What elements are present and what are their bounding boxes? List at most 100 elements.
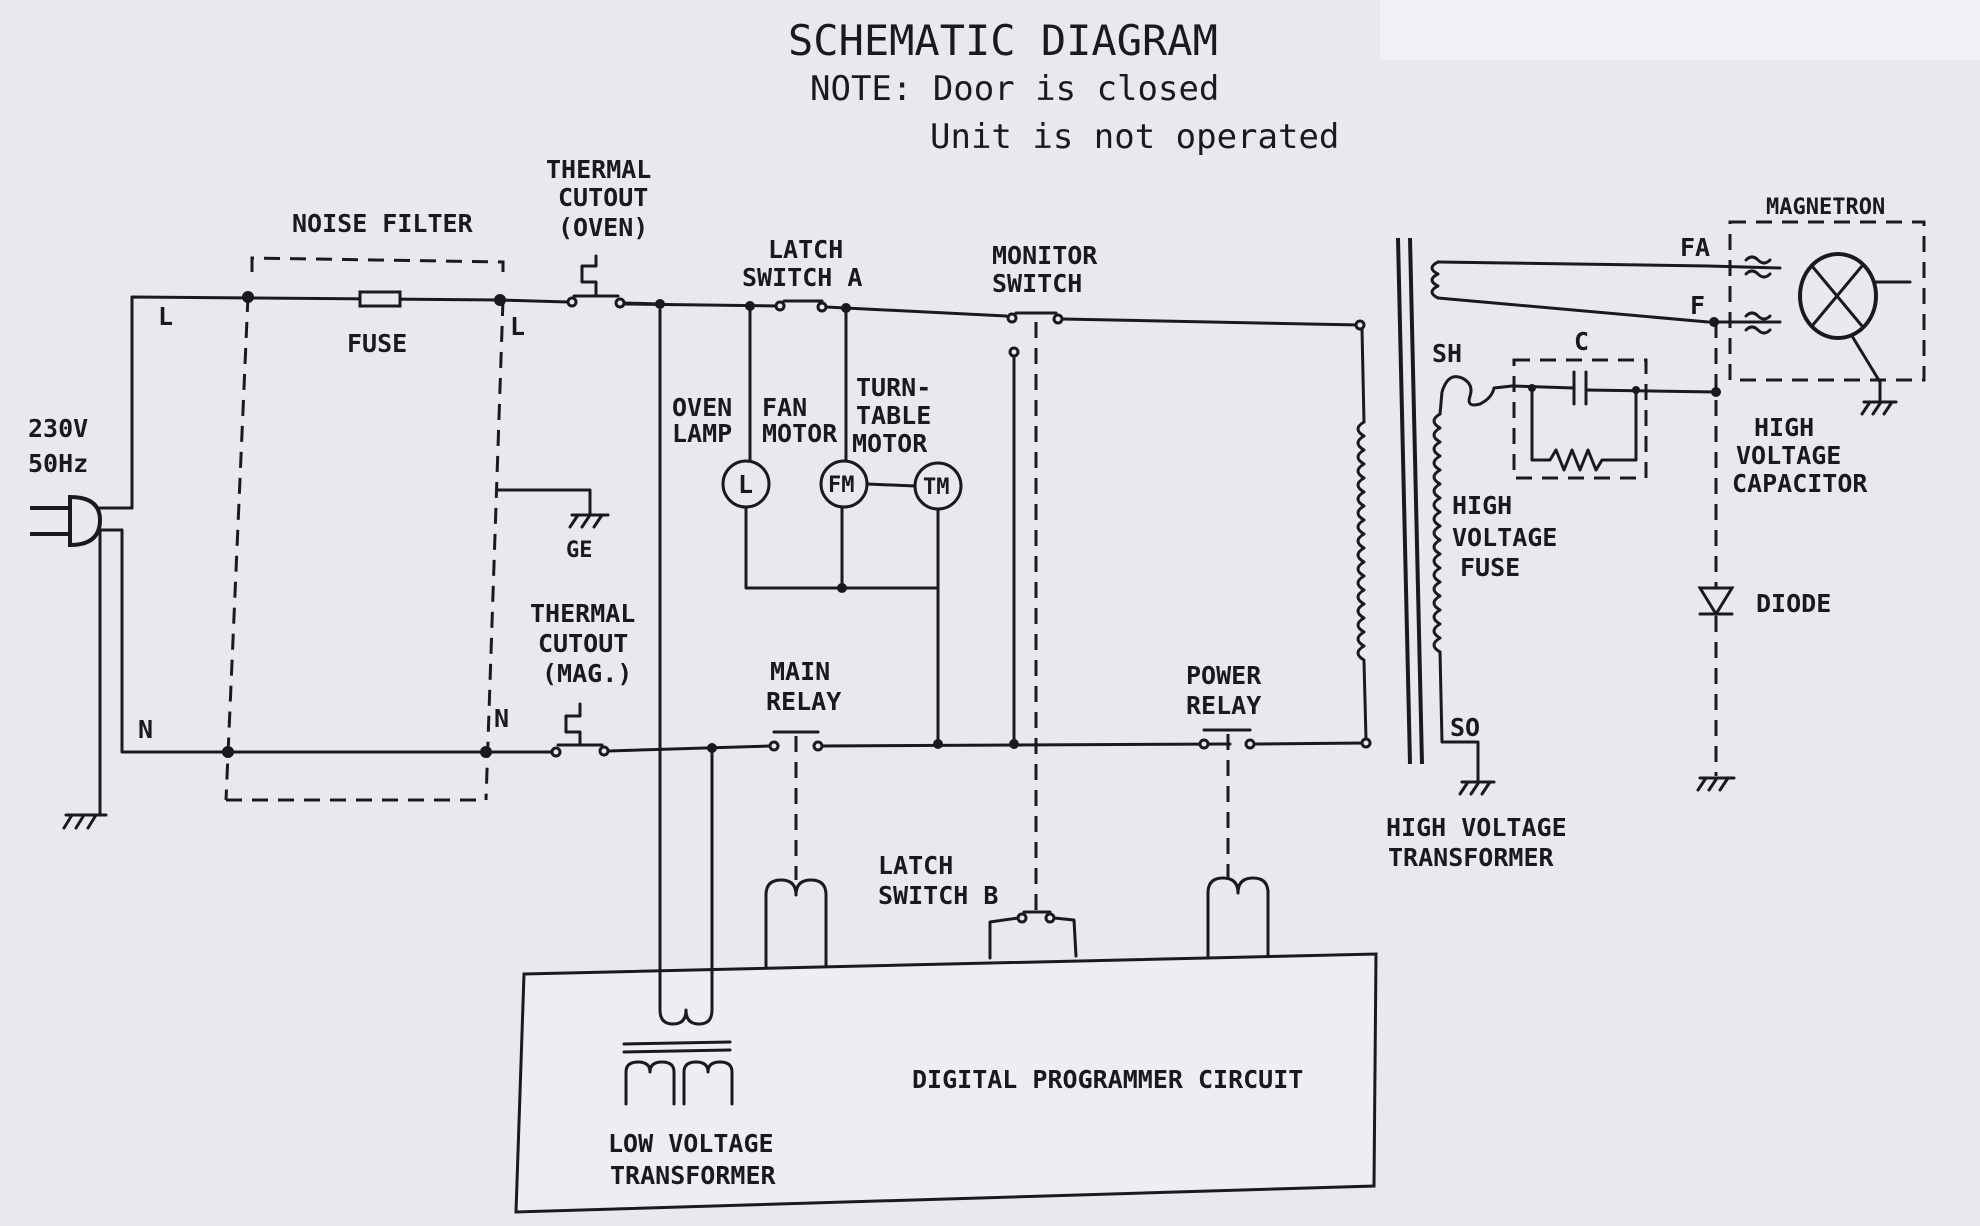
- junction-dot: [933, 739, 943, 749]
- fan-motor-label-2: MOTOR: [762, 419, 838, 448]
- hv-primary-coil-icon: [1356, 420, 1366, 662]
- monitor-switch-icon: [1006, 311, 1362, 920]
- oven-lamp-label-2: LAMP: [672, 419, 732, 448]
- turntable-motor-label-2: TABLE: [856, 401, 931, 430]
- thermal-cutout-oven-label-3: (OVEN): [558, 213, 648, 242]
- diode-icon: [1697, 586, 1735, 776]
- hv-capacitor-label-2: VOLTAGE: [1736, 441, 1841, 470]
- junction-dot: [1009, 739, 1019, 749]
- monitor-switch-label-1: MONITOR: [992, 241, 1098, 270]
- hv-capacitor-label-3: CAPACITOR: [1732, 469, 1868, 498]
- sh-label: SH: [1432, 339, 1462, 368]
- low-voltage-transformer-label-2: TRANSFORMER: [610, 1161, 777, 1190]
- hv-secondary-ground-wire: [1438, 650, 1480, 784]
- fa-label: FA: [1680, 233, 1710, 262]
- main-relay-label-1: MAIN: [770, 657, 830, 686]
- hv-filament-winding-icon: [1430, 260, 1710, 324]
- low-voltage-transformer-label-1: LOW VOLTAGE: [608, 1129, 774, 1158]
- latch-switch-a-label-2: SWITCH A: [742, 263, 862, 292]
- f-label: F: [1690, 291, 1705, 320]
- neutral-bus: [820, 742, 1232, 748]
- junction-dot: [222, 746, 234, 758]
- diagram-title: SCHEMATIC DIAGRAM: [788, 16, 1218, 65]
- thermal-cutout-mag-label-2: CUTOUT: [538, 629, 628, 658]
- paper-glare: [1380, 0, 1980, 60]
- digital-programmer-label: DIGITAL PROGRAMMER CIRCUIT: [912, 1065, 1303, 1094]
- noise-filter-box-left: [224, 295, 250, 801]
- hv-capacitor-box: [1512, 358, 1648, 480]
- magnetron-icon: [1706, 252, 1912, 384]
- latch-switch-b-label-2: SWITCH B: [878, 881, 998, 910]
- hv-transformer-label-2: TRANSFORMER: [1388, 843, 1555, 872]
- supply-frequency-label: 50Hz: [28, 449, 88, 478]
- thermal-cutout-mag-label-1: THERMAL: [530, 599, 635, 628]
- noise-filter-label: NOISE FILTER: [292, 209, 474, 238]
- thermal-cutout-oven-icon: [498, 254, 662, 309]
- terminal: [1354, 319, 1366, 331]
- junction-dot: [242, 291, 254, 303]
- turntable-motor-label-1: TURN-: [856, 373, 931, 402]
- latch-switch-b-icon: [988, 910, 1078, 960]
- hv-secondary-coil-icon: [1432, 412, 1442, 654]
- hv-fuse-icon: [1438, 375, 1514, 416]
- latch-switch-b-label-1: LATCH: [878, 851, 953, 880]
- line-L-right-label: L: [510, 312, 525, 341]
- hv-primary-lead: [1362, 660, 1368, 741]
- diode-ground-icon: [1696, 776, 1736, 792]
- hv-capacitor-icon: [1510, 370, 1718, 472]
- hv-primary-return: [1252, 741, 1368, 746]
- power-relay-label-1: POWER: [1186, 661, 1262, 690]
- monitor-switch-label-2: SWITCH: [992, 269, 1082, 298]
- hv-transformer-core: [1396, 237, 1412, 765]
- fuse-icon: [358, 290, 402, 308]
- supply-ground-icon: [62, 528, 108, 830]
- fuse-label: FUSE: [347, 329, 407, 358]
- fan-turntable-link: [865, 482, 917, 488]
- thermal-cutout-oven-label-1: THERMAL: [546, 155, 651, 184]
- hv-capacitor-label-1: HIGH: [1754, 413, 1814, 442]
- thermal-cutout-mag-icon: [550, 702, 772, 758]
- latch-switch-a-icon: [774, 299, 1008, 318]
- junction-dot: [655, 299, 665, 309]
- line-L-left-label: L: [158, 302, 173, 331]
- fan-motor-label-1: FAN: [762, 393, 807, 422]
- diode-label: DIODE: [1756, 589, 1831, 618]
- ge-ground-icon: [496, 488, 610, 529]
- neutral-wire: [120, 528, 562, 754]
- hv-fuse-label-3: FUSE: [1460, 553, 1520, 582]
- noise-filter-box-right: [484, 299, 505, 801]
- junction-dot: [1711, 387, 1721, 397]
- line-N-right-label: N: [494, 704, 509, 733]
- hv-transformer-label-1: HIGH VOLTAGE: [1386, 813, 1567, 842]
- line-N-left-label: N: [138, 715, 153, 744]
- junction-dot: [1632, 386, 1640, 394]
- low-voltage-transformer-icon: [622, 308, 734, 1106]
- magnetron-ground-icon: [1860, 380, 1898, 416]
- fan-motor-symbol: FM: [828, 473, 855, 498]
- ge-label: GE: [566, 538, 593, 563]
- note-line-2: Unit is not operated: [930, 117, 1339, 157]
- thermal-cutout-mag-label-3: (MAG.): [542, 659, 632, 688]
- lamp-return-wire: [744, 505, 940, 590]
- power-relay-icon: [1198, 728, 1270, 960]
- magnetron-box: [1728, 220, 1926, 382]
- note-line-1: NOTE: Door is closed: [810, 69, 1219, 109]
- junction-dot: [1528, 384, 1536, 392]
- hv-transformer-core: [1408, 237, 1424, 765]
- supply-voltage-label: 230V: [28, 414, 88, 443]
- so-label: SO: [1450, 713, 1480, 742]
- main-relay-icon: [764, 730, 828, 970]
- power-relay-label-2: RELAY: [1186, 691, 1261, 720]
- junction-dot: [480, 746, 492, 758]
- oven-lamp-label-1: OVEN: [672, 393, 732, 422]
- junction-dot: [837, 583, 847, 593]
- hv-fuse-label-2: VOLTAGE: [1452, 523, 1557, 552]
- hv-primary-lead: [1360, 327, 1366, 424]
- main-relay-label-2: RELAY: [766, 687, 841, 716]
- magnetron-label: MAGNETRON: [1766, 195, 1885, 220]
- hv-ground-icon: [1458, 780, 1496, 796]
- latch-switch-a-label-1: LATCH: [768, 235, 843, 264]
- power-plug: [30, 494, 134, 548]
